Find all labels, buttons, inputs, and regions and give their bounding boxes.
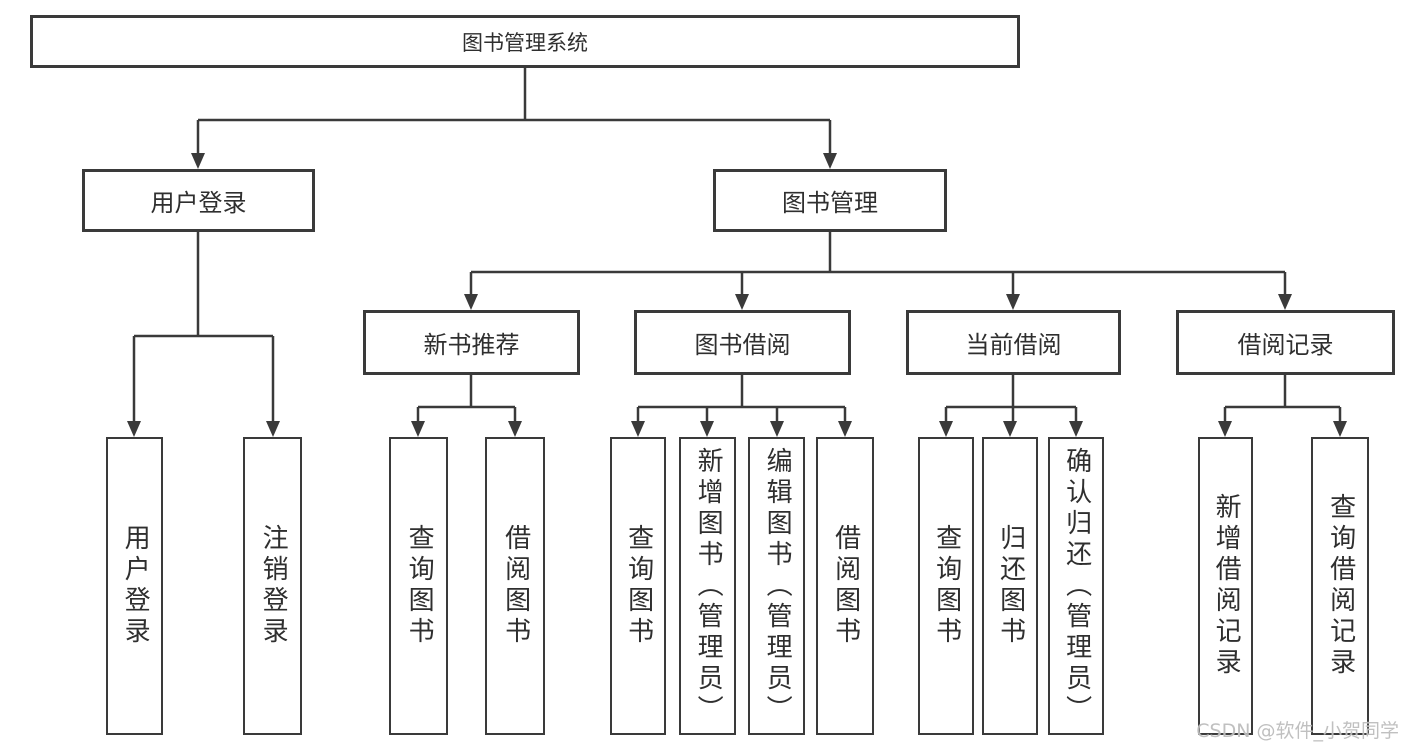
node-label: 用户登录	[120, 524, 151, 648]
leaf-query-books: 查询图书	[389, 437, 448, 735]
leaf-query-borrow-record: 查询借阅记录	[1311, 437, 1369, 735]
leaf-return-books: 归还图书	[982, 437, 1038, 735]
node-label: 图书借阅	[694, 331, 791, 359]
node-label: 新增借阅记录	[1211, 493, 1242, 679]
leaf-borrow-books: 借阅图书	[485, 437, 545, 735]
node-label: 借阅图书	[830, 524, 861, 648]
leaf-add-borrow-record: 新增借阅记录	[1198, 437, 1253, 735]
node-label: 图书管理	[782, 189, 878, 217]
node-label: 新书推荐	[423, 331, 520, 359]
node-label: 注销登录	[258, 524, 289, 648]
node-label: 当前借阅	[965, 331, 1062, 359]
node-new-book-recommend: 新书推荐	[363, 310, 580, 375]
node-label: 查询图书	[623, 524, 654, 648]
node-label: 编辑图书（管理员）	[762, 446, 793, 726]
node-label: 用户登录	[150, 189, 247, 217]
leaf-edit-books-admin: 编辑图书（管理员）	[748, 437, 805, 735]
node-label: 图书管理系统	[462, 30, 588, 55]
node-label: 查询借阅记录	[1325, 493, 1356, 679]
node-label: 查询图书	[931, 524, 962, 648]
arrow-down-icons	[127, 153, 1347, 437]
node-label: 确认归还（管理员）	[1061, 446, 1092, 726]
leaf-logout: 注销登录	[243, 437, 302, 735]
leaf-borrow-books: 借阅图书	[816, 437, 874, 735]
csdn-watermark: CSDN @软件_小贺同学	[1196, 720, 1399, 742]
leaf-query-books: 查询图书	[610, 437, 666, 735]
node-current-borrowing: 当前借阅	[906, 310, 1121, 375]
node-label: 借阅图书	[500, 524, 531, 648]
node-label: 新增图书（管理员）	[693, 446, 724, 726]
node-borrowing-records: 借阅记录	[1176, 310, 1395, 375]
node-label: 查询图书	[404, 524, 435, 648]
tree-connector-paths	[132, 68, 1342, 424]
node-book-management: 图书管理	[713, 169, 947, 232]
leaf-query-books: 查询图书	[918, 437, 974, 735]
node-book-borrowing: 图书借阅	[634, 310, 851, 375]
leaf-confirm-return-admin: 确认归还（管理员）	[1048, 437, 1104, 735]
leaf-user-login: 用户登录	[106, 437, 163, 735]
node-user-login: 用户登录	[82, 169, 315, 232]
node-library-management-system: 图书管理系统	[30, 15, 1020, 68]
node-label: 归还图书	[995, 524, 1026, 648]
leaf-add-books-admin: 新增图书（管理员）	[679, 437, 736, 735]
node-label: 借阅记录	[1237, 331, 1334, 359]
